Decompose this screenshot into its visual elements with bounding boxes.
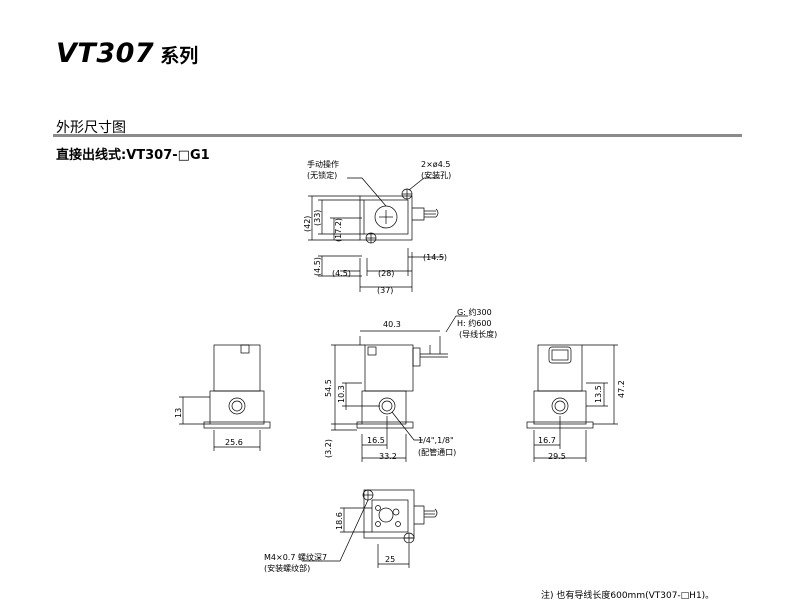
dim-40-3: 40.3 (383, 320, 401, 329)
dim-4-5-horizontal: (4.5) (332, 269, 351, 278)
dim-25: 25 (385, 555, 395, 564)
series-label: 系列 (160, 45, 199, 67)
dim-29-5: 29.5 (548, 452, 566, 461)
dim-3-2: (3.2) (324, 439, 333, 458)
model-name: VT307 (56, 38, 155, 69)
dim-16-5: 16.5 (367, 436, 385, 445)
left-view-base (209, 390, 265, 425)
right-view-coil (537, 344, 583, 392)
wire-length-h: H: 约600 (457, 318, 492, 328)
port-label: (配管通口) (418, 447, 456, 457)
dim-13: 13 (174, 408, 183, 418)
mount-thread-spec: M4×0.7 螺纹深7 (264, 552, 327, 562)
front-view-coil (364, 344, 414, 392)
left-view-mount-plate (203, 421, 271, 429)
front-view (331, 315, 468, 462)
bottom-view (302, 489, 438, 568)
port-icon (378, 507, 394, 523)
manual-override-label: 手动操作 (307, 159, 339, 169)
front-view-base (361, 390, 407, 425)
bottom-view-connector (414, 505, 425, 525)
front-view-mount-plate (356, 421, 414, 429)
port-icon (551, 397, 569, 415)
front-view-connector (412, 347, 421, 367)
dim-16-7: 16.7 (538, 436, 556, 445)
dim-17-2: (17.2) (334, 218, 343, 242)
dim-28: (28) (378, 269, 394, 278)
wire-length-label: (导线长度) (459, 329, 497, 339)
section-rule (53, 134, 742, 137)
manual-override-note: (无锁定) (307, 170, 337, 180)
mount-thread-label: (安装螺纹部) (264, 563, 310, 573)
mount-hole-label: (安装孔) (421, 170, 451, 180)
port-size: 1/4",1/8" (418, 436, 454, 445)
dim-10-3: 10.3 (337, 385, 346, 403)
dim-13-5: 13.5 (594, 385, 603, 403)
connector-block (412, 207, 425, 221)
wire-length-g: G: 约300 (457, 307, 492, 317)
dim-14-5: (14.5) (423, 253, 447, 262)
mount-hole-spec: 2×ø4.5 (421, 160, 450, 169)
left-view-coil (213, 344, 261, 392)
right-view-connector (548, 346, 572, 364)
bottom-view-manifold (371, 499, 409, 533)
top-view-coil (363, 199, 409, 235)
dim-33-2: 33.2 (379, 452, 397, 461)
footnote: 注) 也有导线长度600mm(VT307-□H1)。 (541, 591, 715, 601)
dim-42: (42) (303, 216, 312, 232)
section-title: 外形尺寸图 (56, 120, 126, 136)
dim-37: (37) (377, 286, 393, 295)
dim-47-2: 47.2 (617, 380, 626, 398)
left-view (179, 344, 271, 451)
dim-4-5-vertical: (4.5) (313, 257, 322, 276)
subsection-title: 直接出线式:VT307-□G1 (56, 148, 210, 163)
dim-54-5: 54.5 (324, 379, 333, 397)
port-icon (228, 397, 246, 415)
bottom-view-body (363, 489, 415, 539)
port-icon (378, 397, 396, 415)
top-view (308, 177, 444, 292)
dim-25-6: 25.6 (225, 438, 243, 447)
dim-33: (33) (313, 210, 322, 226)
right-view (526, 344, 618, 462)
dim-18-6: 18.6 (335, 512, 344, 530)
